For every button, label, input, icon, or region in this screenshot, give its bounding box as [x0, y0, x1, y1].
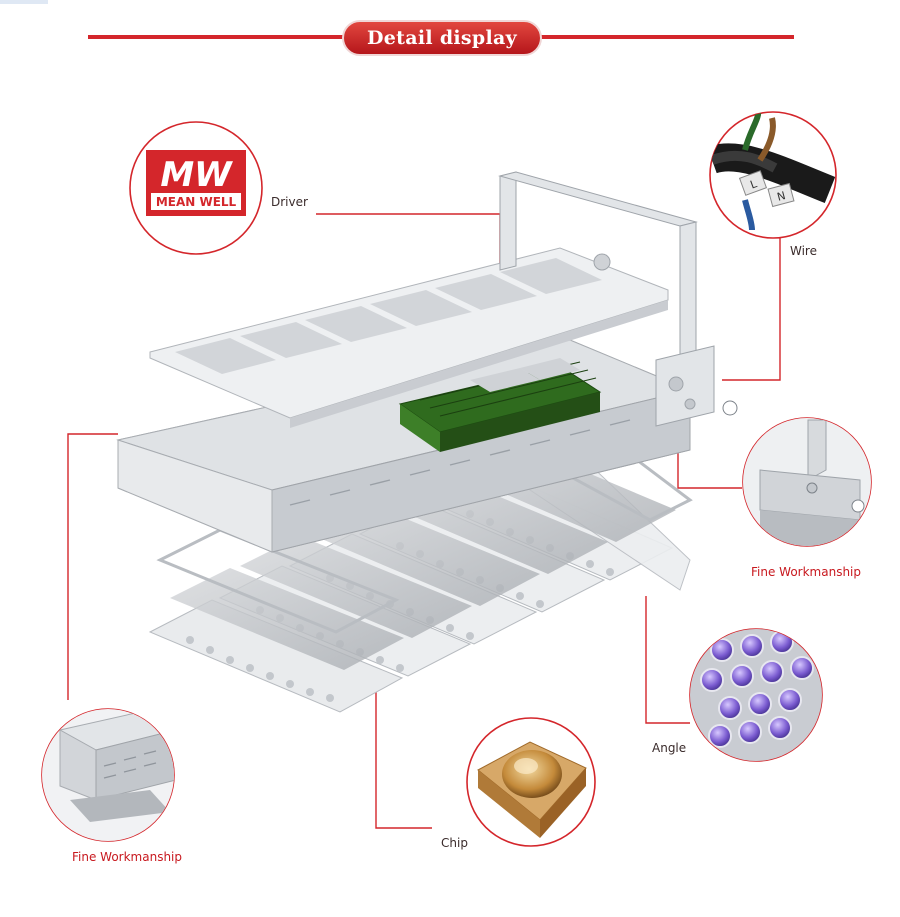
- fine-workmanship-left-connector-line: [67, 433, 118, 700]
- chip-detail-circle: [466, 717, 596, 847]
- wire-label: Wire: [790, 244, 817, 258]
- wire-tag-n: [767, 182, 795, 208]
- title-rule-left: [88, 35, 346, 39]
- fine-workmanship-right-label: Fine Workmanship: [751, 565, 862, 579]
- angle-connector-line: [645, 596, 690, 724]
- page-title: Detail display: [342, 20, 542, 56]
- logo-mark: MW: [160, 155, 233, 195]
- angle-detail-circle: [689, 628, 823, 762]
- driver-label: Driver: [271, 195, 308, 209]
- fine-workmanship-right-detail-circle: [742, 417, 872, 547]
- corner-mark: [0, 0, 48, 4]
- driver-detail-circle: [129, 121, 263, 255]
- title-rule-right: [538, 35, 794, 39]
- fine-workmanship-left-label: Fine Workmanship: [72, 850, 183, 864]
- wire-tag-l-text: L: [748, 177, 759, 192]
- wire-connector-line: [722, 236, 781, 381]
- wire-detail-circle: [709, 111, 837, 239]
- fine-workmanship-left-detail-circle: [41, 708, 175, 842]
- callout-connectors: [67, 213, 781, 829]
- floodlight-render: [116, 171, 738, 713]
- wire-tag-n-text: N: [776, 189, 787, 204]
- wire-tag-l: [738, 170, 768, 196]
- angle-label: Angle: [652, 741, 687, 755]
- housing: [116, 339, 692, 553]
- top-cover: [149, 247, 669, 428]
- mounting-bracket: [498, 171, 738, 427]
- logo-brand: MEAN WELL: [156, 195, 237, 209]
- chip-label: Chip: [441, 836, 468, 850]
- chip-connector-line: [375, 680, 432, 829]
